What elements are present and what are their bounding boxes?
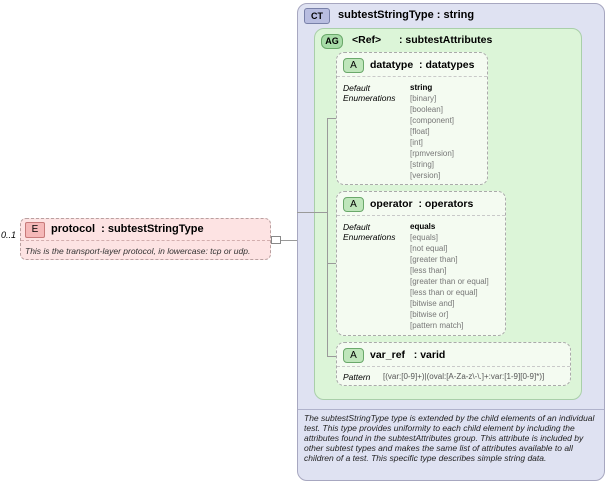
connector-line: [327, 118, 328, 356]
property-label-enumerations: Enumerations: [343, 93, 396, 103]
attribute-group-ref: <Ref>: [352, 34, 382, 46]
attribute-name: operator : operators: [370, 198, 473, 210]
element-name-text: protocol: [51, 223, 95, 235]
enumeration-item: [equals]: [410, 233, 439, 242]
enumeration-item: [int]: [410, 138, 423, 147]
attribute-type-text: : datatypes: [419, 59, 475, 71]
attribute-group-type: : subtestAttributes: [399, 34, 493, 46]
element-documentation: This is the transport-layer protocol, in…: [25, 246, 251, 256]
element-badge-icon: E: [25, 222, 45, 238]
complex-type-title: subtestStringType : string: [338, 9, 475, 21]
connector-line: [281, 240, 297, 241]
sequence-connector-icon: [271, 236, 281, 244]
enumeration-item: [bitwise and]: [410, 299, 455, 308]
enumeration-item: [pattern match]: [410, 321, 464, 330]
attribute-header: A operator : operators: [337, 192, 505, 216]
attribute-badge-icon: A: [343, 197, 364, 212]
enumeration-item: [string]: [410, 160, 435, 169]
enumeration-item: [version]: [410, 171, 441, 180]
enumeration-item: [less than or equal]: [410, 288, 478, 297]
enumeration-item: [component]: [410, 116, 455, 125]
enumeration-item: [greater than]: [410, 255, 458, 264]
enumeration-item: [greater than or equal]: [410, 277, 489, 286]
enumeration-item: [boolean]: [410, 105, 443, 114]
attribute-badge-icon: A: [343, 348, 364, 363]
property-label-default: Default: [343, 222, 370, 232]
enumeration-item: [float]: [410, 127, 430, 136]
attribute-header: A datatype : datatypes: [337, 53, 487, 77]
enumeration-item: [rpmversion]: [410, 149, 455, 158]
connector-line: [327, 356, 336, 357]
attribute-name: datatype : datatypes: [370, 59, 474, 71]
attribute-name-text: datatype: [370, 59, 414, 71]
enumeration-list: [binary] [boolean] [component] [float] […: [410, 93, 454, 181]
attribute-group-badge-icon: AG: [321, 34, 343, 49]
attribute-name: var_ref : varid: [370, 349, 445, 361]
element-header: E protocol : subtestStringType: [21, 219, 270, 241]
enumeration-list: [equals] [not equal] [greater than] [les…: [410, 232, 489, 331]
attribute-datatype[interactable]: A datatype : datatypes Default Enumerati…: [336, 52, 488, 185]
attribute-default-value: equals: [410, 222, 436, 231]
element-name: protocol : subtestStringType: [51, 223, 204, 235]
attribute-default-value: string: [410, 83, 433, 92]
element-protocol[interactable]: E protocol : subtestStringType This is t…: [20, 218, 271, 260]
element-occurrence: 0..1: [1, 230, 17, 240]
property-label-default: Default: [343, 83, 370, 93]
property-label-enumerations: Enumerations: [343, 232, 396, 242]
attribute-name-text: operator: [370, 198, 413, 210]
property-label-pattern: Pattern: [343, 372, 371, 382]
enumeration-item: [binary]: [410, 94, 437, 103]
attribute-var_ref[interactable]: A var_ref : varid Pattern [(var:[0-9]+)|…: [336, 342, 571, 386]
connector-line: [327, 118, 336, 119]
element-type-text: : subtestStringType: [101, 223, 204, 235]
enumeration-item: [bitwise or]: [410, 310, 449, 319]
connector-line: [297, 212, 327, 213]
connector-line: [327, 263, 336, 264]
attribute-header: A var_ref : varid: [337, 343, 570, 367]
attribute-operator[interactable]: A operator : operators Default Enumerati…: [336, 191, 506, 336]
attribute-name-text: var_ref: [370, 349, 406, 361]
attribute-type-text: : operators: [418, 198, 474, 210]
attribute-pattern-value: [(var:[0-9]+)|(oval:[A-Za-z\-\.]+:var:[1…: [383, 372, 545, 381]
enumeration-item: [less than]: [410, 266, 447, 275]
attribute-type-text: : varid: [413, 349, 446, 361]
attribute-badge-icon: A: [343, 58, 364, 73]
documentation-divider: [298, 409, 604, 410]
complex-type-documentation: The subtestStringType type is extended b…: [304, 413, 595, 463]
enumeration-item: [not equal]: [410, 244, 448, 253]
complex-type-badge-icon: CT: [304, 8, 330, 24]
